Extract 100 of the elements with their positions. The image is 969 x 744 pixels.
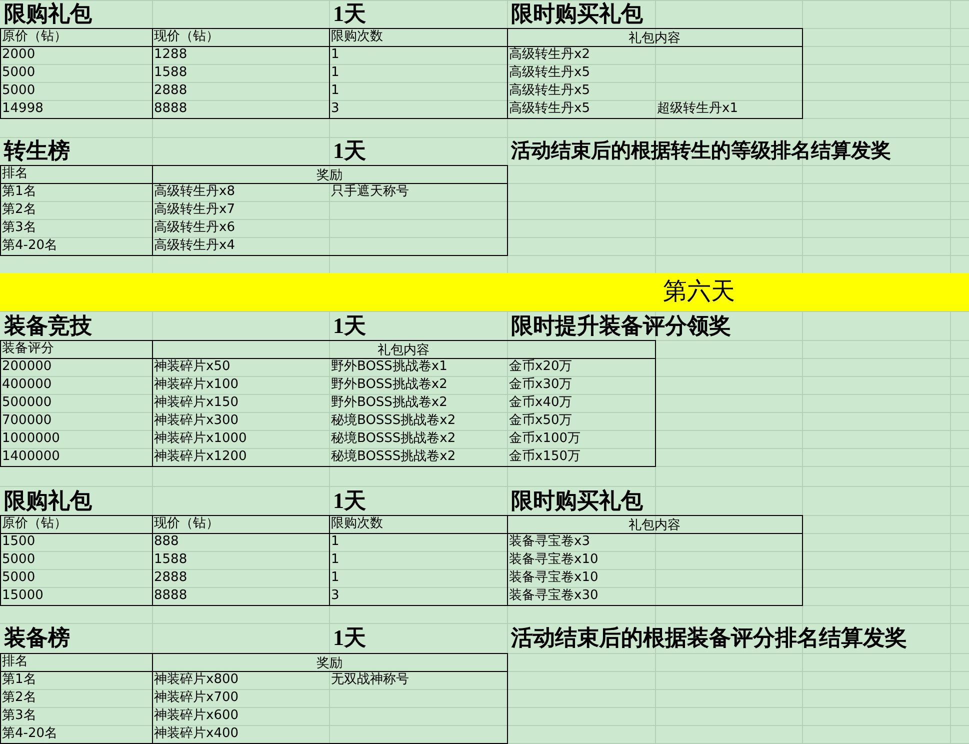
cell-text: 8888 — [154, 100, 188, 118]
cell-text: 秘境BOSSS挑战卷x2 — [331, 430, 456, 448]
cell-text: 第1名 — [2, 671, 36, 689]
cell-text: 神装碎片x100 — [154, 376, 239, 394]
cell-text: 1000000 — [2, 430, 60, 448]
header-label: 原价（钻） — [2, 28, 67, 46]
cell-text: 装备寻宝卷x30 — [509, 587, 598, 605]
cell-text: 1400000 — [2, 448, 60, 466]
header-label: 排名 — [2, 653, 28, 671]
section-title: 1天 — [333, 487, 366, 515]
day-banner: 第六天 — [0, 273, 969, 311]
cell-text: 5000 — [2, 82, 36, 100]
cell-text: 1 — [331, 64, 340, 82]
cell-text: 2888 — [154, 82, 188, 100]
cell-text: 500000 — [2, 394, 52, 412]
cell-text: 3 — [331, 100, 340, 118]
cell-text: 秘境BOSSS挑战卷x2 — [331, 412, 456, 430]
cell-text: 700000 — [2, 412, 52, 430]
cell-text: 400000 — [2, 376, 52, 394]
cell-text: 神装碎片x1000 — [154, 430, 247, 448]
section-title: 装备榜 — [4, 624, 70, 652]
section-title: 活动结束后的根据装备评分排名结算发奖 — [511, 624, 907, 652]
section-title: 限时购买礼包 — [511, 0, 643, 28]
cell-text: 5000 — [2, 64, 36, 82]
cell-text: 第4-20名 — [2, 237, 58, 255]
cell-text: 1288 — [154, 46, 188, 64]
header-label: 原价（钻） — [2, 515, 67, 533]
cell-text: 高级转生丹x4 — [154, 237, 235, 255]
cell-text: 第2名 — [2, 689, 36, 707]
cell-text: 1500 — [2, 533, 36, 551]
cell-text: 1588 — [154, 551, 188, 569]
header-label: 礼包内容 — [378, 343, 430, 358]
cell-text: 1588 — [154, 64, 188, 82]
cell-text: 神装碎片x50 — [154, 358, 230, 376]
header-label: 奖励 — [316, 168, 342, 183]
cell-text: 2888 — [154, 569, 188, 587]
cell-text: 第1名 — [2, 183, 36, 201]
section-title: 限购礼包 — [4, 0, 92, 28]
section-title: 转生榜 — [4, 137, 70, 165]
cell-text: 秘境BOSSS挑战卷x2 — [331, 448, 456, 466]
cell-text: 第3名 — [2, 707, 36, 725]
section-title: 装备竞技 — [4, 312, 92, 340]
cell-text: 高级转生丹x2 — [509, 46, 590, 64]
header-label: 奖励 — [316, 656, 342, 671]
cell-text: 第3名 — [2, 219, 36, 237]
section-title: 1天 — [333, 137, 366, 165]
cell-text: 5000 — [2, 551, 36, 569]
header-label: 现价（钻） — [154, 28, 219, 46]
cell-text: 神装碎片x700 — [154, 689, 239, 707]
cell-text: 高级转生丹x5 — [509, 64, 590, 82]
cell-text: 5000 — [2, 569, 36, 587]
cell-text: 神装碎片x800 — [154, 671, 239, 689]
header-label: 装备评分 — [2, 340, 54, 358]
cell-text: 1 — [331, 569, 340, 587]
cell-text: 神装碎片x400 — [154, 725, 239, 743]
section-title: 限时购买礼包 — [511, 487, 643, 515]
section-title: 1天 — [333, 312, 366, 340]
cell-text: 200000 — [2, 358, 52, 376]
header-label: 现价（钻） — [154, 515, 219, 533]
header-label: 礼包内容 — [628, 31, 680, 46]
header-label: 排名 — [2, 165, 28, 183]
cell-text: 金币x150万 — [509, 448, 581, 466]
cell-text: 金币x20万 — [509, 358, 572, 376]
cell-text: 野外BOSS挑战卷x1 — [331, 358, 448, 376]
cell-text: 第2名 — [2, 201, 36, 219]
cell-text: 只手遮天称号 — [331, 183, 409, 201]
section-title: 限时提升装备评分领奖 — [511, 312, 731, 340]
cell-text: 金币x50万 — [509, 412, 572, 430]
cell-text: 神装碎片x300 — [154, 412, 239, 430]
cell-text: 高级转生丹x7 — [154, 201, 235, 219]
cell-text: 15000 — [2, 587, 44, 605]
cell-text: 14998 — [2, 100, 44, 118]
cell-text: 野外BOSS挑战卷x2 — [331, 376, 448, 394]
cell-text: 金币x30万 — [509, 376, 572, 394]
cell-text: 装备寻宝卷x3 — [509, 533, 590, 551]
cell-text: 3 — [331, 587, 340, 605]
header-label: 限购次数 — [331, 28, 383, 46]
cell-text: 1 — [331, 46, 340, 64]
cell-text: 装备寻宝卷x10 — [509, 551, 598, 569]
cell-text: 2000 — [2, 46, 36, 64]
cell-text: 高级转生丹x5 — [509, 82, 590, 100]
cell-text: 神装碎片x600 — [154, 707, 239, 725]
cell-text: 第4-20名 — [2, 725, 58, 743]
cell-text: 金币x40万 — [509, 394, 572, 412]
cell-text: 高级转生丹x5 — [509, 100, 590, 118]
cell-text: 1 — [331, 533, 340, 551]
cell-text: 高级转生丹x8 — [154, 183, 235, 201]
header-label: 礼包内容 — [628, 518, 680, 533]
section-title: 限购礼包 — [4, 487, 92, 515]
cell-text: 888 — [154, 533, 179, 551]
cell-text: 超级转生丹x1 — [657, 100, 738, 118]
cell-text: 神装碎片x150 — [154, 394, 239, 412]
cell-text: 无双战神称号 — [331, 671, 409, 689]
cell-text: 高级转生丹x6 — [154, 219, 235, 237]
cell-text: 神装碎片x1200 — [154, 448, 247, 466]
section-title: 1天 — [333, 0, 366, 28]
cell-text: 金币x100万 — [509, 430, 581, 448]
cell-text: 1 — [331, 551, 340, 569]
cell-text: 装备寻宝卷x10 — [509, 569, 598, 587]
header-label: 限购次数 — [331, 515, 383, 533]
